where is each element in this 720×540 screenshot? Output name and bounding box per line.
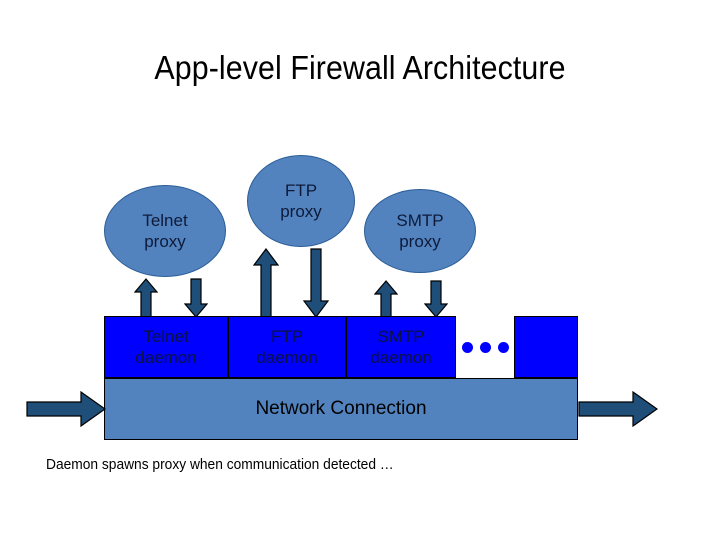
daemon-label-line1: SMTP <box>377 327 425 346</box>
slide-caption: Daemon spawns proxy when communication d… <box>46 457 394 473</box>
daemon-box-smtp[interactable]: SMTP daemon <box>346 316 456 378</box>
daemon-label-line1: Telnet <box>143 327 189 346</box>
page-title: App-level Firewall Architecture <box>154 49 566 86</box>
arrow-up-ftp-icon <box>253 248 279 318</box>
daemon-box-additional[interactable] <box>514 316 578 378</box>
daemon-ellipsis-icon <box>456 316 514 378</box>
proxy-label-line2: proxy <box>144 232 186 251</box>
ellipsis-dot <box>479 341 491 353</box>
daemon-box-telnet[interactable]: Telnet daemon <box>104 316 228 378</box>
network-connection-label: Network Connection <box>255 398 427 419</box>
daemon-label-line2: daemon <box>256 348 318 367</box>
daemon-row: Telnet daemon FTP daemon SMTP daemon <box>104 316 578 378</box>
proxy-node-smtp[interactable]: SMTP proxy <box>364 189 476 273</box>
proxy-label-line2: proxy <box>280 202 322 221</box>
arrow-up-telnet-icon <box>134 278 158 318</box>
arrow-down-telnet-icon <box>184 278 208 318</box>
ellipsis-dot <box>497 341 509 353</box>
arrow-down-smtp-icon <box>424 280 448 318</box>
ellipsis-dot <box>461 341 473 353</box>
proxy-label-line1: SMTP <box>396 211 444 230</box>
proxy-node-telnet[interactable]: Telnet proxy <box>104 185 226 277</box>
arrow-inbound-traffic-icon <box>26 391 106 427</box>
network-connection-bar[interactable]: Network Connection <box>104 378 578 440</box>
daemon-box-ftp[interactable]: FTP daemon <box>228 316 346 378</box>
proxy-label-line2: proxy <box>399 232 441 251</box>
daemon-label-line2: daemon <box>370 348 432 367</box>
arrow-down-ftp-icon <box>303 248 329 318</box>
arrow-up-smtp-icon <box>374 280 398 318</box>
daemon-label-line1: FTP <box>270 327 304 346</box>
daemon-label-line2: daemon <box>135 348 197 367</box>
proxy-node-ftp[interactable]: FTP proxy <box>247 155 355 247</box>
arrow-outbound-traffic-icon <box>578 391 658 427</box>
proxy-label-line1: FTP <box>284 181 318 200</box>
proxy-label-line1: Telnet <box>142 211 188 230</box>
